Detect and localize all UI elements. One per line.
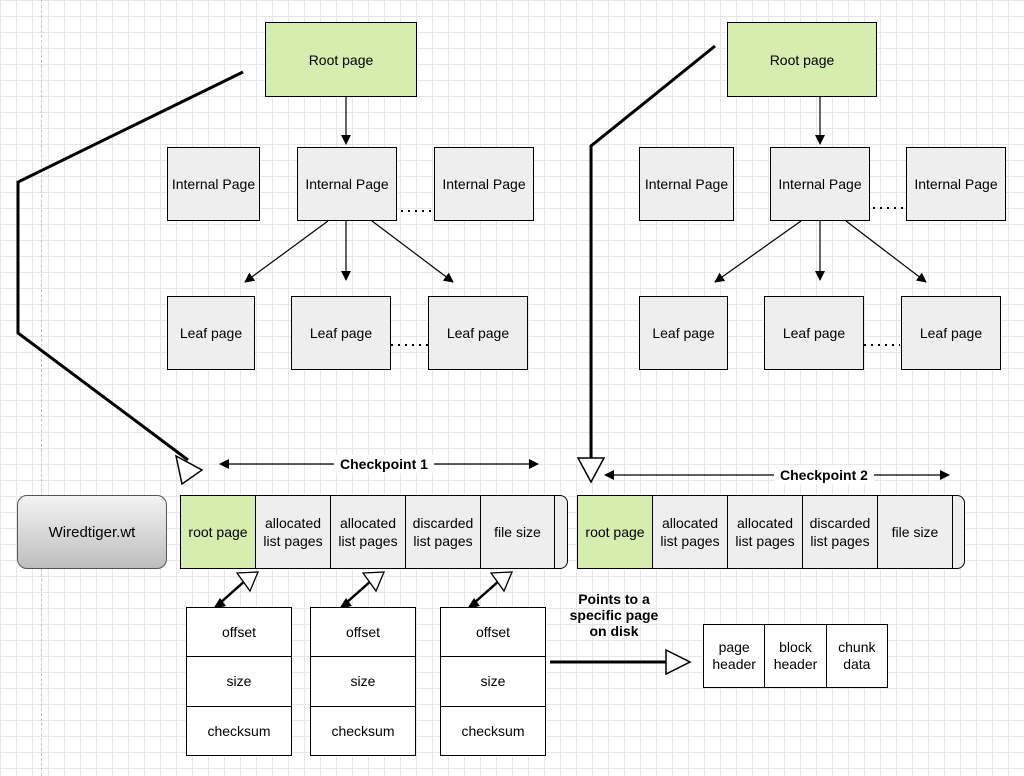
- tree2-internal-page-1: Internal Page: [639, 147, 734, 221]
- points-to-note: Points to a specific page on disk: [569, 591, 659, 639]
- disk-page: page header block header chunk data: [703, 624, 888, 688]
- cookie3-link-head-top: [489, 571, 513, 593]
- address-cookie-3: offset size checksum: [440, 607, 546, 756]
- checkpoint2-discarded-cell: discarded list pages: [803, 496, 878, 568]
- tree1-internal-page-1: Internal Page: [167, 147, 260, 221]
- cookie1-link-head-bottom: [213, 598, 226, 609]
- checkpoint1-allocated-cell-2: allocated list pages: [331, 496, 406, 568]
- checkpoint2-file-size-cell: file size: [878, 496, 953, 568]
- checkpoint2-allocated-cell-2: allocated list pages: [728, 496, 803, 568]
- tree1-internal-page-2: Internal Page: [297, 147, 397, 221]
- cookie3-link-head-bottom: [467, 598, 480, 609]
- address-cookie-2: offset size checksum: [310, 607, 416, 756]
- tree2-leaf-page-2: Leaf page: [764, 296, 864, 370]
- address-cookie-1: offset size checksum: [186, 607, 292, 756]
- tree1-leaf-page-1: Leaf page: [167, 296, 255, 370]
- wiredtiger-file: Wiredtiger.wt: [17, 495, 167, 569]
- cookie-offset: offset: [311, 608, 415, 658]
- checkpoint1-root-page-cell: root page: [181, 496, 256, 568]
- checkpoint1-discarded-cell: discarded list pages: [406, 496, 481, 568]
- cookie-checksum: checksum: [331, 722, 395, 739]
- cookie1-link-arrow: [219, 579, 247, 604]
- cookie-checksum: checksum: [207, 722, 271, 739]
- tree1-leaf-page-2: Leaf page: [291, 296, 391, 370]
- tree2-root-page: Root page: [727, 22, 877, 97]
- tree2-leaf-page-3: Leaf page: [901, 296, 1001, 370]
- checkpoint1-connector-arrowhead: [174, 454, 204, 486]
- checkpoint1-file-size-cell: file size: [481, 496, 555, 568]
- cookie3-link-arrow: [473, 579, 501, 604]
- cookie-offset: offset: [187, 608, 291, 658]
- cookie2-link-arrow: [345, 579, 373, 604]
- tree2-internal-to-leaf-left-arrow: [714, 220, 802, 283]
- page-header-cell: page header: [704, 625, 766, 687]
- cookie-checksum: checksum: [461, 722, 525, 739]
- tree2-internal-page-2: Internal Page: [770, 147, 870, 221]
- cookie2-link-head-top: [361, 571, 385, 593]
- cookie1-link-head-top: [235, 571, 259, 593]
- tree1-internal-page-3: Internal Page: [434, 147, 534, 221]
- checkpoint2-bar: root page allocated list pages allocated…: [577, 495, 965, 569]
- checkpoint2-to-tree2-connector: [589, 44, 716, 460]
- tree2-internal-page-3: Internal Page: [906, 147, 1006, 221]
- checkpoint1-label: Checkpoint 1: [334, 455, 434, 473]
- checkpoint1-allocated-cell-1: allocated list pages: [256, 496, 331, 568]
- checkpoint2-root-page-cell: root page: [578, 496, 653, 568]
- cookie-size: size: [311, 657, 415, 707]
- dashed-guide-line: [41, 0, 42, 776]
- checkpoint1-to-tree1-connector: [16, 70, 244, 462]
- points-to-arrowhead: [665, 648, 692, 676]
- checkpoint2-connector-arrowhead: [576, 457, 606, 484]
- tree1-leaf-page-3: Leaf page: [428, 296, 528, 370]
- tree1-root-page: Root page: [265, 22, 417, 97]
- cookie-size: size: [441, 657, 545, 707]
- checkpoint2-allocated-cell-1: allocated list pages: [653, 496, 728, 568]
- cookie-size: size: [187, 657, 291, 707]
- tree1-internal-to-leaf-left-arrow: [244, 220, 329, 283]
- tree2-internal-to-leaf-right-arrow: [845, 220, 927, 283]
- cookie2-link-head-bottom: [339, 598, 352, 609]
- checkpoint1-bar: root page allocated list pages allocated…: [180, 495, 568, 569]
- cookie-offset: offset: [441, 608, 545, 658]
- checkpoint2-label: Checkpoint 2: [774, 466, 874, 484]
- tree1-internal-to-leaf-right-arrow: [371, 220, 454, 283]
- tree2-leaf-page-1: Leaf page: [639, 296, 728, 370]
- chunk-data-cell: chunk data: [838, 639, 876, 672]
- block-header-cell: block header: [765, 625, 827, 687]
